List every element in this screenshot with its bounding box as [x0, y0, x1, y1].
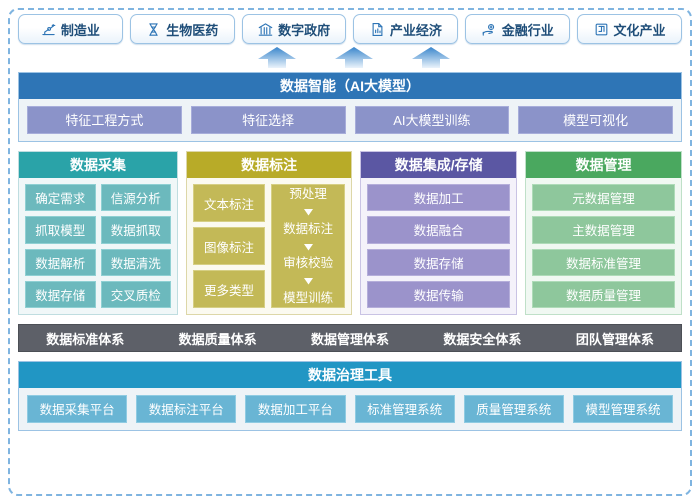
industry-pill-label: 数字政府 [278, 22, 331, 38]
column-data-annotation: 数据标注 文本标注 图像标注 更多类型 预处理 数据标注 [186, 151, 353, 315]
column-title: 数据标注 [187, 152, 352, 178]
industry-pill-label: 金融行业 [501, 22, 554, 38]
column-item[interactable]: 数据清洗 [100, 248, 171, 276]
down-arrow-icon [303, 208, 313, 216]
column-item[interactable]: 数据标准管理 [532, 248, 676, 276]
tools-layer-item[interactable]: 数据采集平台 [27, 395, 128, 423]
diagram-content: 制造业 生物医药 [18, 14, 683, 490]
flow-step[interactable]: 审核校验 [283, 256, 334, 271]
systems-bar-item[interactable]: 数据管理体系 [311, 331, 390, 347]
robot-arm-icon [41, 22, 56, 37]
dna-helix-icon [146, 22, 161, 37]
tools-layer-item[interactable]: 数据标注平台 [136, 395, 237, 423]
up-arrow-icon [412, 47, 450, 68]
industry-pill-label: 产业经济 [389, 22, 442, 38]
ai-layer-items: 特征工程方式 特征选择 AI大模型训练 模型可视化 [19, 99, 681, 141]
industry-pill-biopharma[interactable]: 生物医药 [129, 14, 235, 44]
outer-dashed-frame [8, 8, 692, 496]
down-arrow-icon [303, 243, 313, 250]
industry-pill-manufacturing[interactable]: 制造业 [18, 14, 123, 44]
column-items: 确定需求 信源分析 抓取模型 数据抓取 数据解析 数据清洗 数据存储 交叉质检 [25, 184, 171, 308]
tools-layer-item[interactable]: 质量管理系统 [463, 395, 564, 423]
ai-layer-title: 数据智能（AI大模型） [19, 73, 681, 99]
column-data-integration-storage: 数据集成/存储 数据加工 数据融合 数据存储 数据传输 [360, 151, 518, 315]
annotation-flow: 预处理 数据标注 审核校验 模型训练 [271, 184, 346, 308]
hand-coin-icon [482, 22, 497, 37]
industry-pill-label: 生物医药 [166, 22, 219, 38]
book-icon [594, 22, 609, 37]
flow-step[interactable]: 数据标注 [283, 221, 334, 236]
tools-layer-item[interactable]: 模型管理系统 [572, 395, 674, 423]
tools-layer-item[interactable]: 标准管理系统 [354, 395, 455, 423]
industry-pill-row: 制造业 生物医药 [18, 14, 682, 44]
column-items: 文本标注 图像标注 更多类型 [193, 184, 266, 308]
tools-layer-item[interactable]: 数据加工平台 [245, 395, 346, 423]
up-arrow-icon [258, 47, 296, 68]
document-chart-icon [370, 22, 385, 37]
systems-bar-item[interactable]: 数据安全体系 [443, 331, 522, 347]
column-item[interactable]: 主数据管理 [532, 216, 676, 244]
column-item[interactable]: 信源分析 [100, 184, 171, 212]
column-item[interactable]: 抓取模型 [25, 216, 96, 244]
column-item[interactable]: 图像标注 [193, 227, 266, 265]
column-item[interactable]: 更多类型 [193, 270, 266, 308]
systems-bar-item[interactable]: 数据质量体系 [178, 331, 257, 347]
governance-systems-bar: 数据标准体系 数据质量体系 数据管理体系 数据安全体系 团队管理体系 [18, 324, 682, 352]
column-item[interactable]: 文本标注 [193, 184, 266, 222]
column-title: 数据采集 [19, 152, 177, 178]
ai-layer-item[interactable]: AI大模型训练 [354, 106, 510, 134]
column-item[interactable]: 数据存储 [25, 280, 96, 308]
column-item[interactable]: 数据传输 [367, 280, 511, 308]
column-item[interactable]: 交叉质检 [100, 280, 171, 308]
column-data-management: 数据管理 元数据管理 主数据管理 数据标准管理 数据质量管理 [525, 151, 683, 315]
industry-pill-culture[interactable]: 文化产业 [577, 14, 682, 44]
government-building-icon [258, 22, 273, 37]
column-item[interactable]: 数据融合 [367, 216, 511, 244]
capability-columns: 数据采集 确定需求 信源分析 抓取模型 数据抓取 数据解析 数据清洗 数据存储 … [18, 151, 683, 315]
ai-layer-item[interactable]: 模型可视化 [518, 106, 673, 134]
column-item[interactable]: 数据抓取 [100, 216, 171, 244]
tools-layer-title: 数据治理工具 [19, 362, 681, 388]
industry-pill-label: 文化产业 [613, 22, 666, 38]
industry-pill-finance[interactable]: 金融行业 [465, 14, 571, 44]
systems-bar-item[interactable]: 团队管理体系 [575, 331, 654, 347]
industry-pill-label: 制造业 [60, 22, 100, 38]
column-title: 数据管理 [526, 152, 682, 178]
up-arrow-icon [335, 47, 373, 68]
ai-layer-item[interactable]: 特征选择 [190, 106, 346, 134]
upward-arrow-group [18, 44, 682, 70]
column-title: 数据集成/存储 [361, 152, 517, 178]
column-item[interactable]: 确定需求 [25, 184, 96, 212]
flow-step[interactable]: 模型训练 [283, 290, 334, 305]
industry-pill-digital-government[interactable]: 数字政府 [241, 14, 347, 44]
flow-step[interactable]: 预处理 [289, 187, 327, 201]
column-data-collection: 数据采集 确定需求 信源分析 抓取模型 数据抓取 数据解析 数据清洗 数据存储 … [18, 151, 178, 315]
column-item[interactable]: 数据加工 [367, 184, 511, 212]
systems-bar-item[interactable]: 数据标准体系 [46, 331, 125, 347]
ai-layer-section: 数据智能（AI大模型） 特征工程方式 特征选择 AI大模型训练 模型可视化 [18, 72, 682, 142]
column-items: 元数据管理 主数据管理 数据标准管理 数据质量管理 [532, 184, 676, 308]
tools-layer-items: 数据采集平台 数据标注平台 数据加工平台 标准管理系统 质量管理系统 模型管理系… [19, 388, 681, 430]
tools-layer-section: 数据治理工具 数据采集平台 数据标注平台 数据加工平台 标准管理系统 质量管理系… [18, 361, 682, 431]
column-item[interactable]: 元数据管理 [532, 184, 676, 212]
column-item[interactable]: 数据存储 [367, 248, 511, 276]
down-arrow-icon [303, 278, 313, 285]
ai-layer-item[interactable]: 特征工程方式 [27, 106, 182, 134]
column-item[interactable]: 数据解析 [25, 248, 96, 276]
industry-pill-industrial-economy[interactable]: 产业经济 [353, 14, 459, 44]
column-items: 数据加工 数据融合 数据存储 数据传输 [367, 184, 511, 308]
column-item[interactable]: 数据质量管理 [532, 280, 676, 308]
